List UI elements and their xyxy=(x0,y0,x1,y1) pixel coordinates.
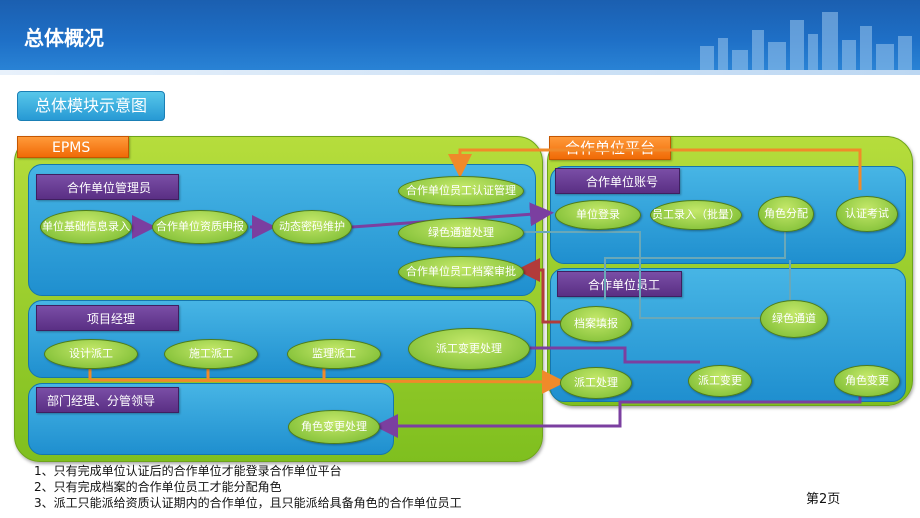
epms-tab: EPMS xyxy=(17,136,129,158)
node-archive-approval[interactable]: 合作单位员工档案审批 xyxy=(398,256,524,288)
admin-title: 合作单位管理员 xyxy=(36,174,179,200)
pm-title: 项目经理 xyxy=(36,305,179,331)
staff-title: 合作单位员工 xyxy=(557,271,682,297)
node-archive-fill[interactable]: 档案填报 xyxy=(560,306,632,342)
node-staff-auth[interactable]: 合作单位员工认证管理 xyxy=(398,176,524,206)
node-auth-exam[interactable]: 认证考试 xyxy=(836,196,898,232)
node-role-assign[interactable]: 角色分配 xyxy=(758,196,814,232)
note-item: 3、派工只能派给资质认证期内的合作单位，且只能派给具备角色的合作单位员工 xyxy=(34,496,462,510)
dept-title: 部门经理、分管领导 xyxy=(36,387,179,413)
node-dispatch-change[interactable]: 派工变更 xyxy=(688,365,752,397)
node-role-change-process[interactable]: 角色变更处理 xyxy=(288,410,380,444)
node-dispatch-handle[interactable]: 派工处理 xyxy=(560,367,632,399)
header-bar xyxy=(0,0,920,72)
node-role-change[interactable]: 角色变更 xyxy=(834,365,900,397)
account-title: 合作单位账号 xyxy=(555,168,680,194)
node-green-channel[interactable]: 绿色通道 xyxy=(760,300,828,338)
node-supervision-dispatch[interactable]: 监理派工 xyxy=(287,339,381,369)
node-dynamic-password[interactable]: 动态密码维护 xyxy=(272,210,352,244)
node-staff-entry[interactable]: 员工录入（批量） xyxy=(650,200,742,230)
city-skyline-icon xyxy=(700,12,912,72)
partner-platform-tab: 合作单位平台 xyxy=(549,136,671,160)
note-item: 2、只有完成档案的合作单位员工才能分配角色 xyxy=(34,480,282,494)
note-item: 1、只有完成单位认证后的合作单位才能登录合作单位平台 xyxy=(34,464,342,478)
header-divider xyxy=(0,70,920,75)
notes: 1、只有完成单位认证后的合作单位才能登录合作单位平台 2、只有完成档案的合作单位… xyxy=(34,463,462,511)
page-number: 第2页 xyxy=(806,492,841,507)
node-basic-info[interactable]: 单位基础信息录入 xyxy=(40,210,132,244)
page-title: 总体概况 xyxy=(24,26,104,50)
node-design-dispatch[interactable]: 设计派工 xyxy=(44,339,138,369)
node-unit-login[interactable]: 单位登录 xyxy=(555,200,641,230)
node-construction-dispatch[interactable]: 施工派工 xyxy=(164,339,258,369)
node-dispatch-change-process[interactable]: 派工变更处理 xyxy=(408,328,530,370)
section-label: 总体模块示意图 xyxy=(17,91,165,121)
node-green-channel-process[interactable]: 绿色通道处理 xyxy=(398,218,524,248)
node-qualification[interactable]: 合作单位资质申报 xyxy=(152,210,248,244)
